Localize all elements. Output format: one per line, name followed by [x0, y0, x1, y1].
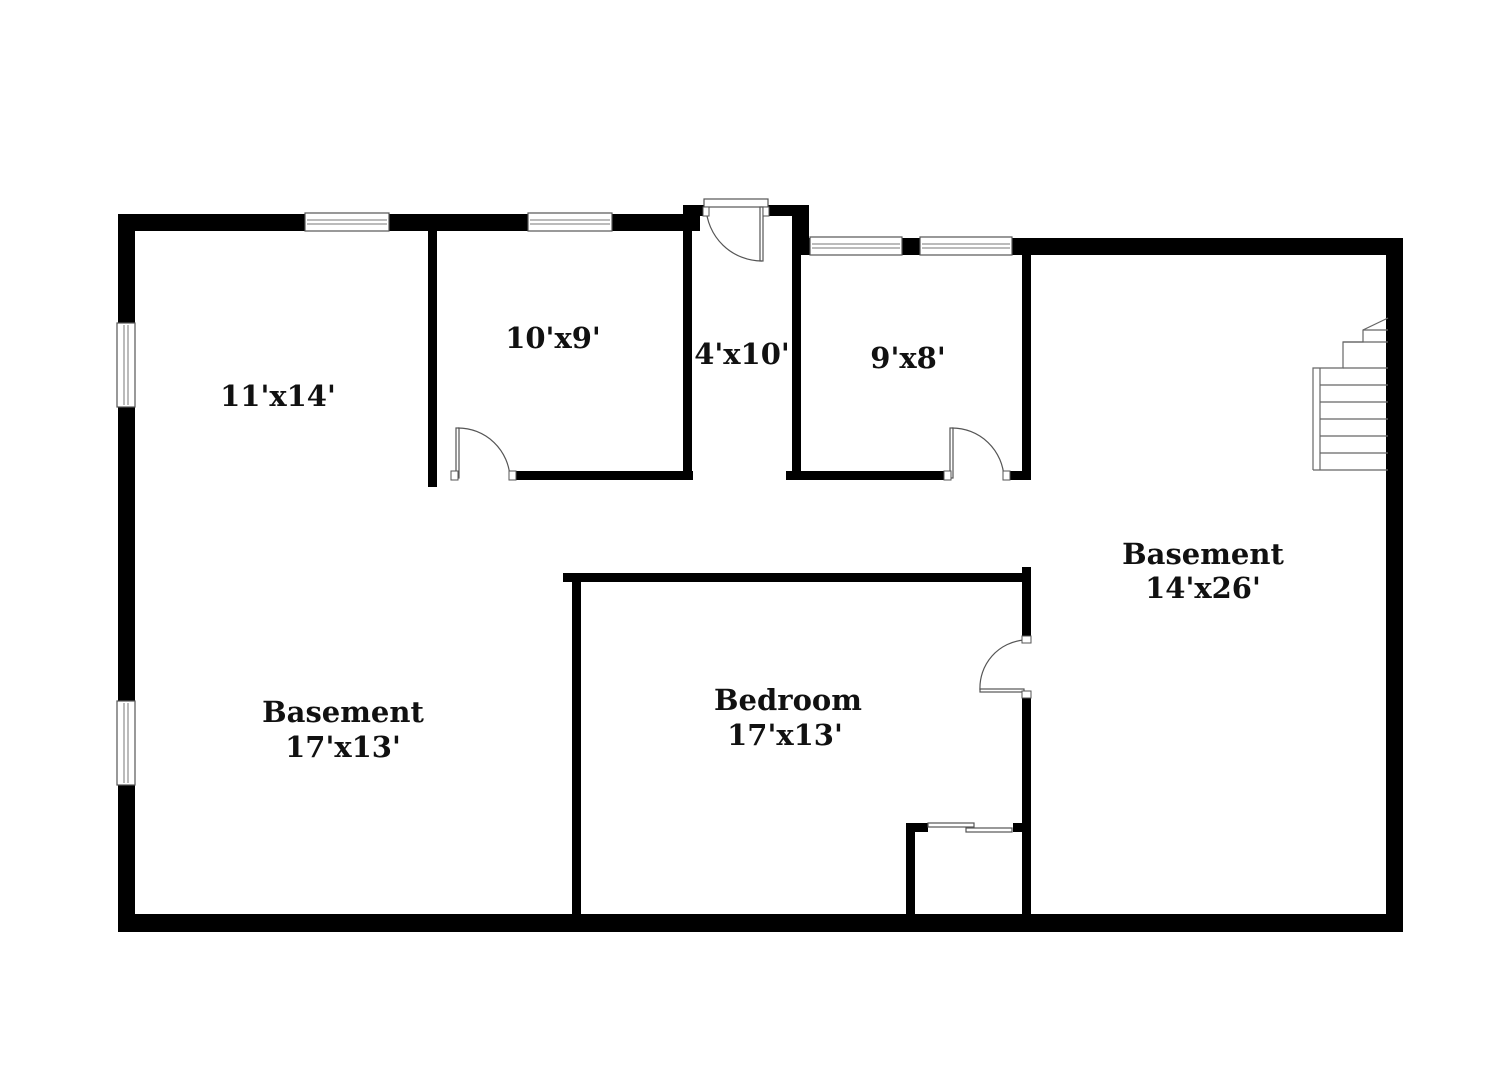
window-north-4: [919, 236, 1013, 256]
doors: [450, 198, 1032, 833]
bedroom-size: 17'x13': [727, 718, 843, 752]
stairs: [1312, 317, 1389, 471]
room-labels: 11'x14' 10'x9' 4'x10' 9'x8' Basement 14'…: [220, 321, 1284, 764]
basement-west-name: Basement: [262, 695, 424, 729]
window-north-1: [304, 212, 390, 232]
wall-room-top-right-stub: [1010, 471, 1031, 480]
door-closet: [927, 822, 1013, 833]
south-wall: [118, 914, 1403, 932]
wall-bedroom-west: [572, 573, 581, 923]
west-wall: [118, 214, 135, 932]
window-north-3: [809, 236, 903, 256]
window-west-1: [116, 322, 136, 408]
wall-bedroom-east-upper: [1022, 567, 1031, 637]
east-wall: [1386, 238, 1403, 932]
basement-east-size: 14'x26': [1145, 571, 1261, 605]
hall-size: 4'x10': [694, 337, 790, 371]
windows: [116, 212, 1013, 786]
wall-nw-divider: [428, 231, 437, 487]
wall-room-top-left-south: [516, 471, 693, 480]
wall-bedroom-north: [563, 573, 1031, 582]
wall-bedroom-east-lower: [1022, 697, 1031, 923]
door-room-top-right: [943, 427, 1011, 481]
wall-closet-west: [906, 823, 915, 923]
vestibule-wall-top-left: [683, 205, 704, 216]
room-nw-size: 11'x14': [220, 379, 336, 413]
door-bedroom: [979, 635, 1032, 699]
room-top-left-size: 10'x9': [505, 321, 601, 355]
wall-hall-west: [683, 231, 692, 480]
window-north-2: [527, 212, 613, 232]
wall-closet-north-right: [1013, 823, 1031, 832]
wall-room-top-right-south: [786, 471, 944, 480]
door-room-top-left: [450, 427, 517, 481]
interior-walls: [428, 231, 1031, 923]
entry-door: [702, 198, 770, 262]
room-top-right-size: 9'x8': [870, 341, 945, 375]
window-west-2: [116, 700, 136, 786]
basement-west-size: 17'x13': [285, 730, 401, 764]
basement-east-name: Basement: [1122, 537, 1284, 571]
wall-closet-north-left: [906, 823, 928, 832]
wall-room-top-right-east: [1022, 255, 1031, 480]
wall-hall-east: [792, 255, 801, 480]
vestibule-wall-top-right: [768, 205, 809, 216]
bedroom-name: Bedroom: [714, 683, 862, 717]
